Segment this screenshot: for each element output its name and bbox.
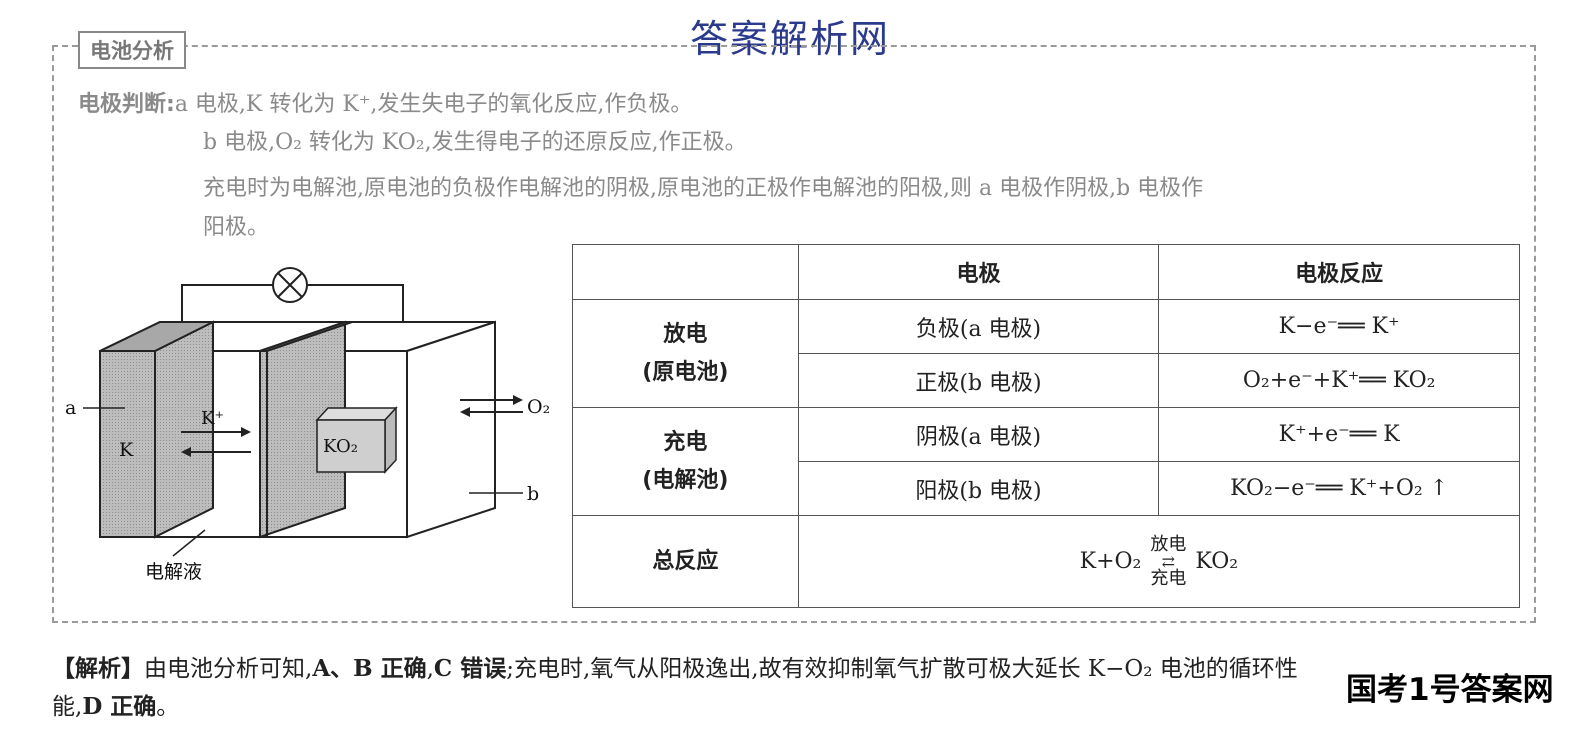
k-electrode-side [154,320,214,539]
judgment-line-1: 电极判断:a 电极,K 转化为 K⁺,发生失电子的氧化反应,作负极。 [78,86,692,118]
ko2-block-top [315,407,398,421]
watermark-top: 答案解析网 [690,17,891,61]
label-electrolyte: 电解液 [145,561,202,583]
analysis-comma: , [426,656,434,682]
total-right: KO₂ [1195,548,1239,574]
table-row-total: 总反应 K+O₂ 放电 ⇄ 充电 KO₂ [572,515,1521,608]
table-header-reaction: 电极反应 [1158,244,1520,300]
group-charge: 充电 (电解池) [572,407,799,516]
section-title: 电池分析 [78,31,186,69]
table-row: 阳极(b 电极) KO₂−e⁻══ K⁺+O₂ ↑ [573,461,1520,516]
label-ko2: KO₂ [323,436,358,457]
total-left: K+O₂ [1079,548,1142,574]
electrode-cell: 正极(b 电极) [797,353,1160,408]
label-k: K [119,439,134,461]
electrode-cell: 阳极(b 电极) [797,461,1160,516]
total-reaction: K+O₂ 放电 ⇄ 充电 KO₂ [797,515,1521,608]
label-b: b [527,483,539,505]
container-right [406,320,496,539]
analysis-d: D 正确 [82,693,157,720]
table-row: 正极(b 电极) O₂+e⁻+K⁺══ KO₂ [573,353,1520,408]
total-bottom-label: 充电 [1150,567,1187,589]
group-discharge-sub: (原电池) [642,359,729,385]
b-electrode-top [259,321,353,352]
battery-diagram: KO₂ K K⁺ O₂ a b 电解液 [65,267,550,583]
battery-analysis-box [52,45,1536,623]
lamp-icon [272,267,308,303]
table-header-electrode: 电极 [797,244,1160,300]
analysis-part1: 由电池分析可知, [144,656,313,682]
electrode-cell: 负极(a 电极) [797,299,1160,354]
analysis-tag: 【解析】 [52,656,144,682]
reaction-cell: K⁺+e⁻══ K [1158,407,1520,462]
group-discharge-name: 放电 [663,321,708,347]
table-row: 放电 (原电池) 负极(a 电极) K−e⁻══ K⁺ [572,299,1520,408]
group-discharge: 放电 (原电池) [572,299,799,408]
judgment-text-1: a 电极,K 转化为 K⁺,发生失电子的氧化反应,作负极。 [174,92,693,117]
electrode-cell: 阴极(a 电极) [797,407,1160,462]
analysis-text: 【解析】由电池分析可知,A、B 正确,C 错误;充电时,氧气从阳极逸出,故有效抑… [52,650,1572,726]
total-label: 总反应 [572,515,799,608]
group-charge-name: 充电 [663,429,708,455]
judgment-line-4: 阳极。 [203,215,270,240]
table-header-row: 电极 电极反应 [572,244,1520,300]
judgment-line-2: b 电极,O₂ 转化为 KO₂,发生得电子的还原反应,作正极。 [203,130,747,155]
label-o2: O₂ [527,396,550,418]
reaction-table: 电极 电极反应 放电 (原电池) 负极(a 电极) K−e⁻══ K⁺ 正极(b… [572,244,1521,608]
reaction-cell: O₂+e⁻+K⁺══ KO₂ [1158,353,1520,408]
circuit-wire [181,284,273,322]
table-row: 充电 (电解池) 阴极(a 电极) K⁺+e⁻══ K [572,407,1520,516]
group-charge-sub: (电解池) [642,467,729,493]
judgment-line-3: 充电时为电解池,原电池的负极作电解池的阴极,原电池的正极作电解池的阳极,则 a … [203,176,1204,201]
total-top-label: 放电 [1150,533,1187,555]
label-a: a [65,397,76,419]
analysis-part2: ;充电时,氧气从阳极逸出,故有效抑制氧气扩散可极大延长 K−O₂ 电池的循环性 [506,656,1298,682]
reversible-arrow-icon: ⇄ [1161,551,1176,571]
analysis-end: 。 [156,694,180,720]
judgment-label: 电极判断: [78,92,175,117]
ko2-block-side [384,406,397,474]
k-electrode-top [99,321,214,352]
analysis-c: C 错误 [433,655,507,682]
ko2-block [316,419,386,473]
watermark-bottom: 国考1号答案网 [1346,664,1554,709]
analysis-ab: A、B 正确 [312,655,427,682]
o2-arrows [460,395,523,417]
reaction-cell: KO₂−e⁻══ K⁺+O₂ ↑ [1158,461,1520,516]
label-k-ion: K⁺ [201,408,224,429]
reaction-cell: K−e⁻══ K⁺ [1158,299,1520,354]
reversible-arrow: 放电 ⇄ 充电 [1150,533,1187,589]
analysis-part3: 能, [52,694,83,720]
table-header-empty [572,244,799,300]
k-ion-arrows [181,427,251,457]
